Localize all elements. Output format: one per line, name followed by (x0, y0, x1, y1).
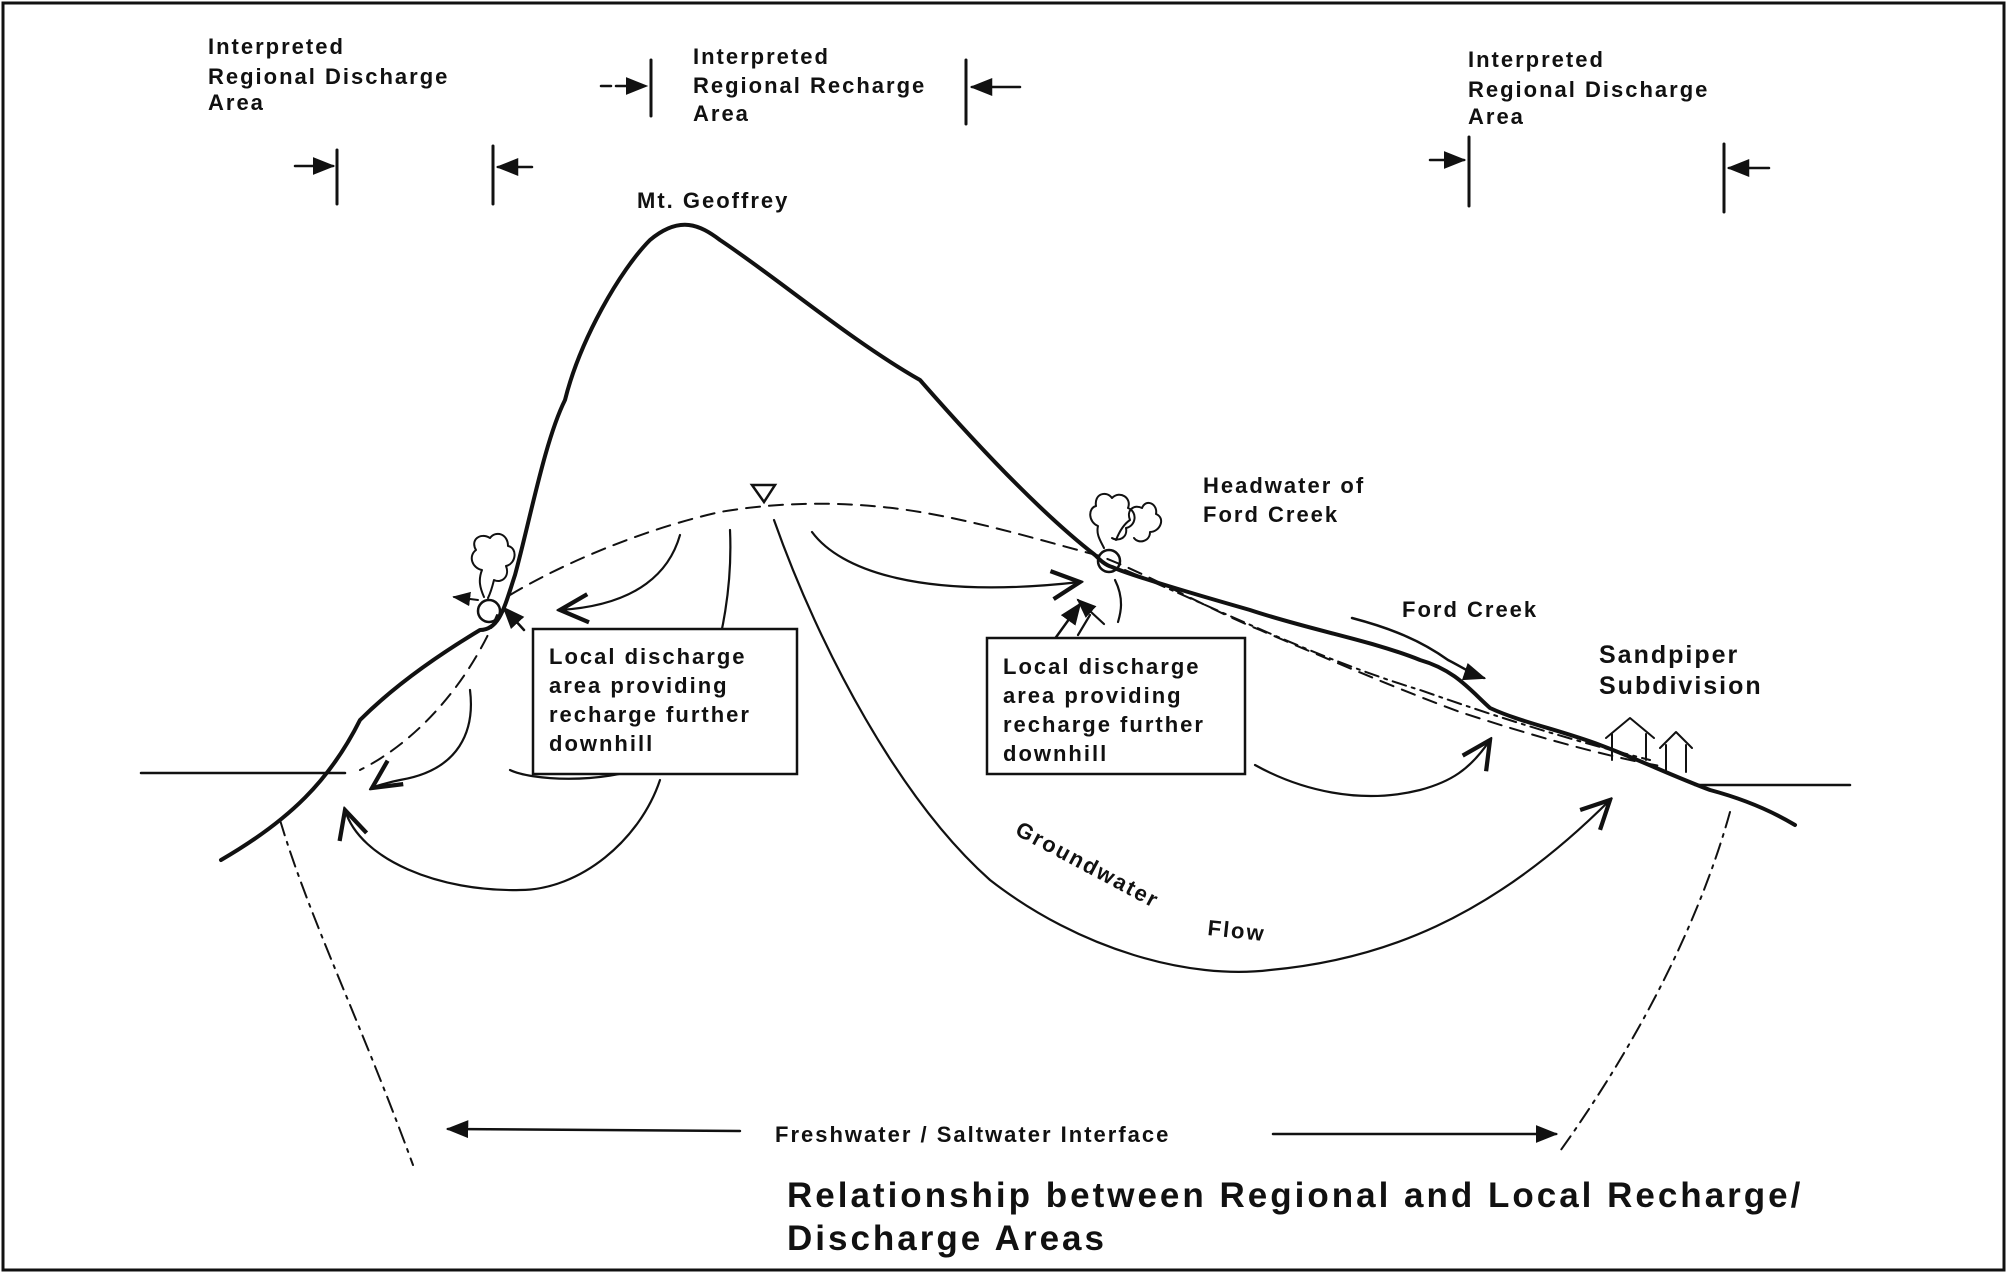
water-table-left-lower (359, 614, 498, 771)
tree-icon-left (470, 532, 516, 599)
svg-text:Headwater of: Headwater of (1203, 473, 1365, 498)
left-discharge-bracket (293, 144, 534, 206)
box-left-pointer (502, 606, 526, 632)
svg-text:Regional Discharge: Regional Discharge (208, 64, 449, 89)
svg-text:Area: Area (208, 90, 265, 115)
interface-label: Freshwater / Saltwater Interface (775, 1122, 1170, 1147)
svg-text:recharge further: recharge further (549, 702, 751, 727)
svg-text:Interpreted: Interpreted (208, 34, 345, 59)
svg-text:Regional Discharge: Regional Discharge (1468, 77, 1709, 102)
ford-creek-stream (1350, 616, 1487, 681)
svg-text:Sandpiper: Sandpiper (1599, 641, 1739, 669)
svg-text:Area: Area (693, 101, 750, 126)
svg-text:Discharge Areas: Discharge Areas (787, 1219, 1107, 1258)
house-icon (1605, 717, 1693, 773)
svg-text:area providing: area providing (549, 673, 729, 698)
right-discharge-bracket (1428, 135, 1771, 214)
interface-line-left (279, 819, 414, 1166)
flow-label: Flow (1206, 915, 1266, 946)
tree-icon-right (1089, 492, 1163, 549)
svg-text:Relationship between Regiona: Relationship between Regional and Local … (787, 1176, 1803, 1215)
box-right-pointer (1052, 602, 1082, 642)
svg-text:downhill: downhill (549, 731, 654, 756)
headwater-dashdot-line (1124, 569, 1651, 761)
peak-label: Mt. Geoffrey (637, 188, 789, 213)
spring-right (1096, 548, 1122, 574)
subdivision-label: Sandpiper Subdivision (1599, 641, 1763, 700)
local-discharge-box-left (531, 627, 799, 776)
svg-text:Ford Creek: Ford Creek (1203, 502, 1339, 527)
svg-text:recharge further: recharge further (1003, 712, 1205, 737)
spring-left (476, 598, 502, 624)
right-discharge-label: Interpreted Regional Discharge Area (1468, 47, 1709, 129)
groundwater-label: Groundwater (1012, 816, 1164, 913)
ford-creek-label: Ford Creek (1402, 597, 1538, 622)
svg-text:Subdivision: Subdivision (1599, 672, 1763, 700)
interface-line-right (1557, 811, 1731, 1155)
headwater-label: Headwater of Ford Creek (1203, 473, 1365, 527)
svg-text:Regional Recharge: Regional Recharge (693, 73, 926, 98)
figure-title: Relationship between Regional and Local … (787, 1176, 1803, 1258)
svg-text:area providing: area providing (1003, 683, 1183, 708)
interface-arrow-left (445, 1120, 742, 1139)
local-discharge-text-right: Local discharge area providing recharge … (1003, 654, 1205, 766)
svg-text:Area: Area (1468, 104, 1525, 129)
left-discharge-label: Interpreted Regional Discharge Area (208, 34, 449, 115)
svg-text:Local discharge: Local discharge (1003, 654, 1201, 679)
water-table-triangle (749, 483, 778, 505)
svg-text:downhill: downhill (1003, 741, 1108, 766)
svg-text:Interpreted: Interpreted (1468, 47, 1605, 72)
local-discharge-box-right (985, 636, 1247, 776)
local-discharge-text-left: Local discharge area providing recharge … (549, 644, 751, 756)
svg-text:Interpreted: Interpreted (693, 44, 830, 69)
recharge-label: Interpreted Regional Recharge Area (693, 44, 926, 126)
recharge-bracket (599, 58, 1022, 126)
svg-text:Local discharge: Local discharge (549, 644, 747, 669)
